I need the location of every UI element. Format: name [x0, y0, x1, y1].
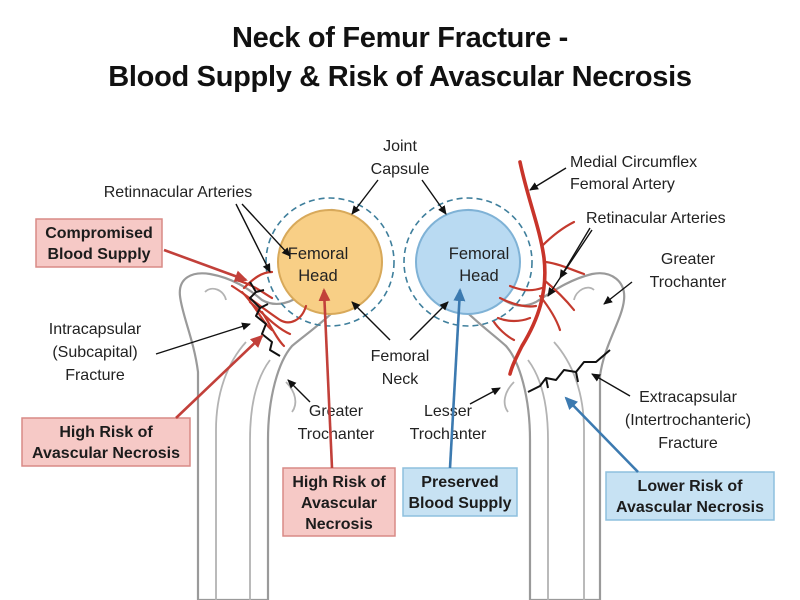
medial-circumflex-label-2: Femoral Artery [570, 176, 675, 193]
retinacular-left-leader-2 [241, 203, 291, 257]
retinacular-right-leader-2 [547, 229, 593, 297]
lower-risk-line-1: Lower Risk of [638, 478, 744, 495]
high-risk-center-box: High Risk of Avascular Necrosis [282, 467, 396, 537]
femoral-head-left-label-2: Head [298, 267, 337, 285]
preserved-line-2: Blood Supply [408, 495, 511, 512]
extracapsular-leader [591, 373, 631, 397]
compromised-arrow [163, 248, 248, 282]
joint-capsule-label-2: Capsule [371, 161, 430, 178]
femoral-neck-label-1: Femoral [371, 348, 430, 365]
joint-capsule-leader-left [351, 179, 379, 215]
lesser-trochanter-leader [469, 387, 501, 405]
retinacular-arteries-left-label: Retinnacular Arteries [104, 184, 253, 201]
greater-trochanter-left-label-2: Trochanter [298, 426, 375, 443]
high-risk-center-arrow [318, 288, 334, 469]
retinacular-arteries-right-label: Retinacular Arteries [586, 210, 726, 227]
joint-capsule-label-1: Joint [383, 138, 417, 155]
preserved-line-1: Preserved [421, 474, 498, 491]
intertrochanteric-fracture-line [527, 349, 611, 393]
compromised-blood-supply-box: Compromised Blood Supply [35, 218, 163, 268]
title-line-2: Blood Supply & Risk of Avascular Necrosi… [108, 61, 692, 93]
extracapsular-label-2: (Intertrochanteric) [625, 412, 751, 429]
medial-circumflex-artery [508, 160, 547, 376]
medial-circumflex-label-1: Medial Circumflex [570, 154, 697, 171]
greater-trochanter-right-label-1: Greater [661, 251, 716, 268]
intracapsular-label-3: Fracture [65, 367, 125, 384]
joint-capsule-leader-right [421, 179, 447, 215]
subcapital-fracture-line [249, 281, 281, 357]
femoral-neck-leader-right [409, 301, 449, 341]
left-joint-capsule [265, 197, 395, 327]
left-femoral-head: Femoral Head [265, 197, 395, 327]
title-line-1: Neck of Femur Fracture - [231, 22, 569, 54]
high-risk-left-arrow [175, 334, 264, 419]
greater-trochanter-right-leader [603, 281, 633, 305]
high-risk-center-line-1: High Risk of [292, 474, 386, 491]
high-risk-center-line-2: Avascular [301, 495, 377, 512]
femoral-head-right-label-1: Femoral [449, 245, 510, 263]
femoral-head-left-label-1: Femoral [288, 245, 349, 263]
high-risk-left-line-2: Avascular Necrosis [32, 445, 180, 462]
femoral-neck-leader-left [351, 301, 391, 341]
medial-circumflex-leader [529, 167, 567, 191]
extracapsular-label-3: Fracture [658, 435, 718, 452]
right-femoral-head: Femoral Head [403, 197, 533, 327]
left-femoral-head-circle [277, 209, 383, 315]
right-femoral-head-circle [415, 209, 521, 315]
greater-trochanter-left-label-1: Greater [309, 403, 364, 420]
right-joint-capsule [403, 197, 533, 327]
greater-trochanter-left-leader [287, 379, 311, 403]
preserved-blood-supply-box: Preserved Blood Supply [402, 467, 518, 517]
high-risk-center-line-3: Necrosis [305, 516, 373, 533]
femoral-head-right-label-2: Head [459, 267, 498, 285]
intracapsular-label-1: Intracapsular [49, 321, 142, 338]
high-risk-left-box: High Risk of Avascular Necrosis [21, 417, 191, 467]
preserved-arrow [448, 288, 466, 469]
compromised-box-line-1: Compromised [45, 225, 153, 242]
lower-risk-line-2: Avascular Necrosis [616, 499, 764, 516]
greater-trochanter-right-label-2: Trochanter [650, 274, 727, 291]
lesser-trochanter-label-1: Lesser [424, 403, 473, 420]
femoral-neck-label-2: Neck [382, 371, 419, 388]
extracapsular-label-1: Extracapsular [639, 389, 737, 406]
compromised-box-line-2: Blood Supply [47, 246, 150, 263]
intracapsular-leader [155, 322, 251, 355]
high-risk-left-line-1: High Risk of [59, 424, 153, 441]
lower-risk-box: Lower Risk of Avascular Necrosis [605, 471, 775, 521]
intracapsular-label-2: (Subcapital) [52, 344, 137, 361]
lesser-trochanter-label-2: Trochanter [410, 426, 487, 443]
lower-risk-arrow [564, 396, 639, 473]
retinacular-left-leader-1 [235, 203, 271, 273]
